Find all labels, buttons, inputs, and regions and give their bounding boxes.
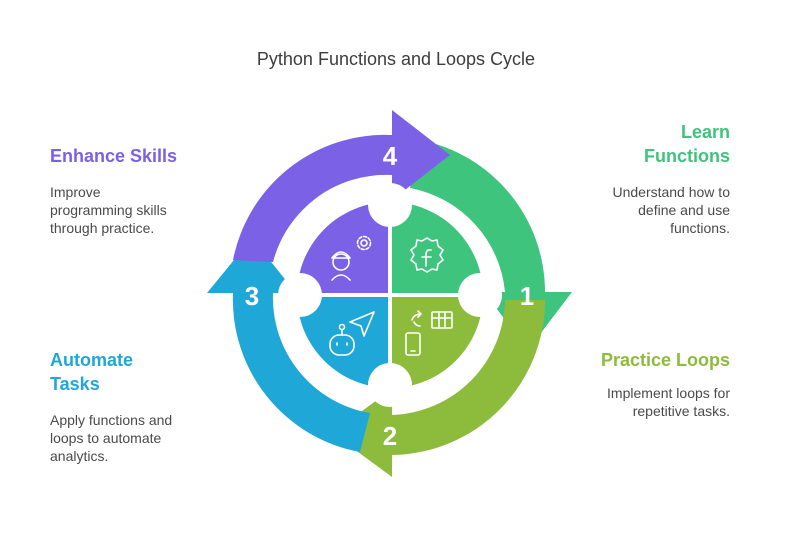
arrow-segment-enhance: [233, 110, 450, 262]
robot-send-icon: [329, 311, 375, 356]
quadrant-learn: [390, 202, 483, 295]
quadrant-separators: [278, 183, 502, 407]
arrow-segment-learn: [410, 140, 572, 350]
function-badge-icon: [410, 237, 444, 273]
arrow-segment-automate: [207, 238, 370, 452]
stage-description-practice: Implement loops for repetitive tasks.: [607, 385, 730, 419]
stage-description-learn: Understand how to define and use functio…: [612, 184, 730, 236]
stage-title-automate: Automate Tasks: [50, 350, 134, 394]
stage-title-practice: Practice Loops: [600, 350, 730, 370]
stage-number-3: 3: [245, 281, 259, 311]
phone-table-sync-icon: [405, 310, 453, 356]
stage-number-1: 1: [520, 281, 534, 311]
stage-number-4: 4: [383, 141, 398, 171]
quadrant-automate: [297, 295, 390, 388]
stage-description-enhance: Improve programming skills through pract…: [50, 184, 167, 236]
quadrant-enhance: [297, 202, 390, 295]
diagram-title: Python Functions and Loops Cycle: [256, 49, 536, 69]
engineer-gear-icon: [331, 235, 372, 281]
arrow-segment-practice: [332, 300, 545, 477]
stage-number-2: 2: [383, 421, 397, 451]
stage-title-learn: Learn Functions: [644, 122, 730, 166]
stage-description-automate: Apply functions and loops to automate an…: [50, 412, 173, 464]
stage-title-enhance: Enhance Skills: [50, 146, 178, 166]
